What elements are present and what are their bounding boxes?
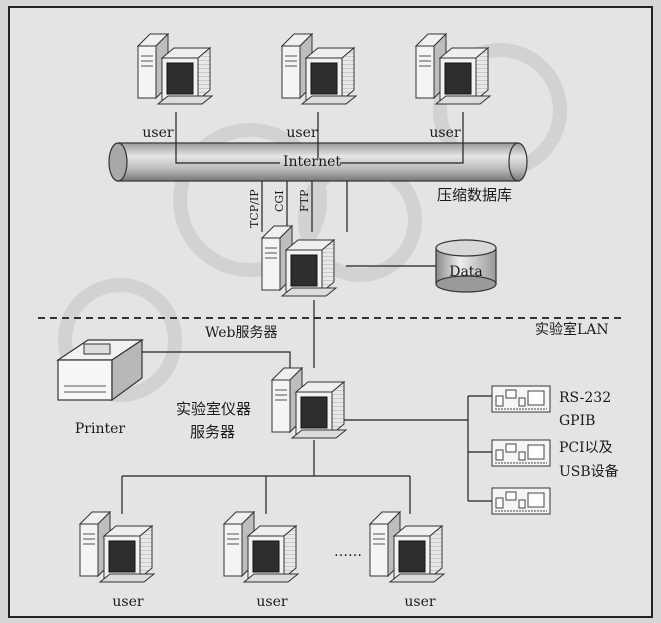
bottom-user-label-2: user — [256, 594, 287, 610]
lab-server-computer — [271, 367, 347, 439]
lab-server-label-line1: 实验室仪器 — [176, 400, 251, 418]
web-server-label: Web服务器 — [205, 325, 278, 341]
bottom-computer-1 — [79, 511, 155, 583]
bottom-user-label-3: user — [404, 594, 435, 610]
printer-icon — [56, 338, 144, 402]
top-computer-3 — [415, 33, 491, 105]
interface-card-1 — [491, 385, 551, 413]
web-server-computer — [261, 225, 337, 297]
diagram-frame — [8, 6, 653, 618]
top-user-label-3: user — [429, 125, 460, 141]
protocol-label-ftp: FTP — [298, 189, 311, 212]
interface-card-2 — [491, 439, 551, 467]
top-user-label-1: user — [142, 125, 173, 141]
lab-server-label-line2: 服务器 — [190, 423, 235, 441]
interface-label-2: GPIB — [559, 413, 595, 429]
bottom-user-label-1: user — [112, 594, 143, 610]
internet-label: Internet — [283, 154, 341, 170]
protocol-label-cgi: CGI — [273, 190, 286, 212]
interface-label-3: PCI以及 — [559, 440, 613, 456]
lab-lan-label: 实验室LAN — [535, 321, 609, 338]
interface-label-4: USB设备 — [559, 463, 619, 480]
data-label: Data — [449, 264, 483, 280]
data-cylinder-icon — [435, 239, 497, 293]
bottom-computer-3 — [369, 511, 445, 583]
bottom-ellipsis: …… — [334, 544, 362, 560]
top-computer-1 — [137, 33, 213, 105]
compress-db-label: 压缩数据库 — [437, 186, 512, 204]
printer-label: Printer — [75, 421, 126, 437]
bottom-computer-2 — [223, 511, 299, 583]
protocol-label-tcpip: TCP/IP — [248, 189, 261, 228]
internet-connections — [175, 112, 464, 232]
interface-label-1: RS-232 — [559, 390, 611, 406]
top-user-label-2: user — [286, 125, 317, 141]
top-computer-2 — [281, 33, 357, 105]
interface-card-3 — [491, 487, 551, 515]
